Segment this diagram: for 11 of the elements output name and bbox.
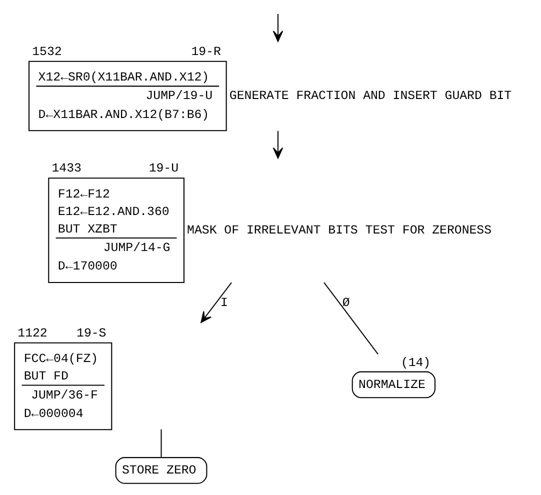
node-label: 19-R: [190, 44, 220, 58]
node-label: GENERATE FRACTION AND INSERT GUARD BIT: [228, 88, 512, 103]
node-label: (14): [400, 356, 430, 370]
node-label: 1433: [51, 161, 81, 176]
edge-label: Ø: [342, 295, 350, 310]
node-label: 1532: [32, 44, 62, 58]
edge-label: I: [220, 295, 228, 310]
node-label: 1122: [17, 326, 47, 340]
node-label: MASK OF IRRELEVANT BITS TEST FOR ZERONESS: [186, 222, 492, 237]
node-label: 19-S: [76, 326, 106, 340]
node-label: 19-U: [148, 161, 178, 176]
